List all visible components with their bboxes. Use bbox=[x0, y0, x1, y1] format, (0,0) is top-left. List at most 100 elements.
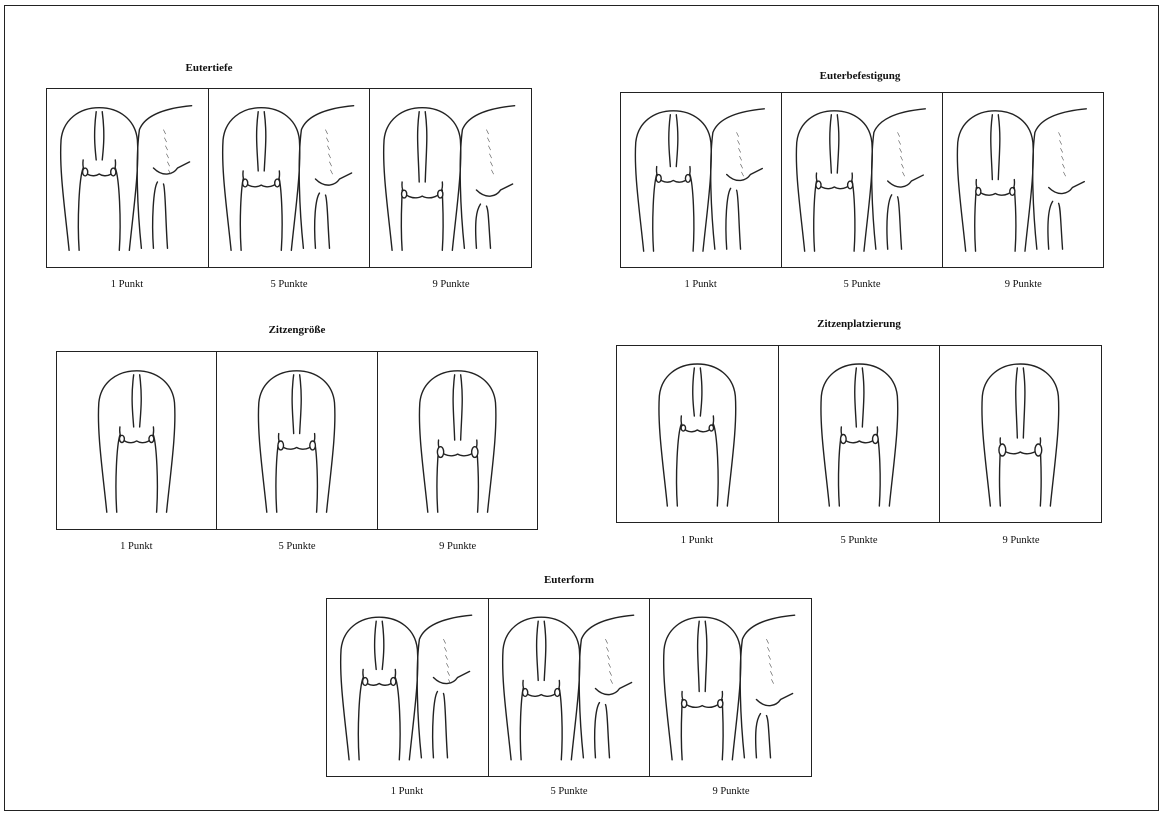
illustration bbox=[327, 599, 488, 776]
rump-outline bbox=[417, 615, 471, 758]
hindquarter-outline bbox=[664, 617, 741, 760]
teat-left bbox=[278, 441, 284, 450]
drawing-1-punkt bbox=[617, 346, 779, 522]
tail bbox=[693, 368, 702, 416]
hatch-mark bbox=[492, 170, 494, 174]
panel-row-zitzengroesse bbox=[56, 351, 538, 530]
hatch-mark bbox=[1061, 148, 1063, 152]
tail bbox=[669, 115, 678, 167]
teat-left bbox=[437, 447, 443, 458]
teat-right bbox=[274, 179, 279, 187]
side-view bbox=[1033, 109, 1087, 249]
hatch-mark bbox=[771, 671, 773, 675]
hatch-mark bbox=[163, 130, 165, 134]
teat-right bbox=[554, 689, 559, 697]
caption-5-punkte: 5 Punkte bbox=[781, 279, 942, 290]
teat-right bbox=[1035, 444, 1042, 456]
hatch-mark bbox=[327, 146, 329, 150]
hatch-mark bbox=[487, 130, 489, 134]
legs bbox=[887, 195, 902, 249]
caption-1-punkt: 1 Punkt bbox=[56, 541, 217, 552]
group-title-zitzengroesse: Zitzengröße bbox=[56, 324, 538, 336]
legs bbox=[756, 714, 771, 758]
rear-view bbox=[982, 364, 1059, 506]
hatch-mark bbox=[772, 679, 774, 683]
hatch-mark bbox=[1060, 140, 1062, 144]
udder-profile bbox=[595, 682, 631, 694]
udder-profile bbox=[727, 169, 763, 181]
hatch-mark bbox=[739, 148, 741, 152]
illustration bbox=[489, 599, 650, 776]
hatch-mark bbox=[325, 130, 327, 134]
hatch-mark bbox=[609, 671, 611, 675]
hatch-mark bbox=[900, 148, 902, 152]
hatch-mark bbox=[768, 647, 770, 651]
rump-outline bbox=[299, 106, 353, 249]
rump-outline bbox=[872, 109, 926, 249]
hatch-mark bbox=[329, 162, 331, 166]
panel-row-eutertiefe bbox=[46, 88, 532, 268]
drawing-5-punkte bbox=[217, 352, 377, 529]
udder bbox=[976, 180, 1014, 196]
hatch-mark bbox=[903, 172, 905, 176]
teat-right bbox=[111, 168, 116, 176]
teat-left bbox=[976, 188, 981, 196]
rump-outline bbox=[137, 106, 191, 249]
inner-legs bbox=[653, 174, 694, 251]
inner-legs bbox=[975, 188, 1016, 252]
rear-view bbox=[341, 617, 418, 760]
udder-profile bbox=[433, 671, 469, 683]
hindquarter-outline bbox=[259, 371, 335, 512]
hindquarter-outline bbox=[502, 617, 579, 760]
legs bbox=[476, 204, 491, 248]
drawing-5-punkte bbox=[209, 89, 371, 267]
tail bbox=[375, 621, 384, 669]
side-view bbox=[299, 106, 353, 249]
side-view bbox=[461, 106, 515, 249]
rear-view bbox=[61, 108, 138, 251]
teat-right bbox=[310, 441, 316, 450]
teat-left bbox=[242, 179, 247, 187]
hatch-mark bbox=[607, 655, 609, 659]
hindquarter-outline bbox=[61, 108, 138, 251]
hatch-mark bbox=[899, 140, 901, 144]
hatch-mark bbox=[490, 154, 492, 158]
side-view bbox=[711, 109, 765, 249]
hatch-mark bbox=[445, 655, 447, 659]
caption-9-punkte: 9 Punkte bbox=[650, 786, 812, 797]
hatch-mark bbox=[1064, 172, 1066, 176]
side-view bbox=[872, 109, 926, 249]
hatch-mark bbox=[737, 133, 739, 137]
rump-outline bbox=[579, 615, 633, 758]
rump-outline bbox=[461, 106, 515, 249]
drawing-1-punkt bbox=[621, 93, 782, 267]
caption-1-punkt: 1 Punkt bbox=[620, 279, 781, 290]
inner-legs bbox=[276, 441, 317, 512]
illustration bbox=[378, 352, 537, 529]
hindquarter-outline bbox=[957, 111, 1033, 251]
udder-profile bbox=[1049, 182, 1085, 194]
rear-view bbox=[957, 111, 1033, 251]
udder-profile bbox=[153, 162, 189, 174]
teat-left bbox=[656, 175, 661, 183]
inner-legs bbox=[682, 700, 724, 760]
hatch-mark bbox=[1062, 156, 1064, 160]
illustration bbox=[57, 352, 216, 529]
teat-left bbox=[999, 444, 1006, 456]
hatch-mark bbox=[330, 170, 332, 174]
inner-legs bbox=[814, 181, 855, 251]
caption-9-punkte: 9 Punkte bbox=[377, 541, 538, 552]
teat-right bbox=[685, 175, 690, 183]
hatch-mark bbox=[328, 154, 330, 158]
teat-left bbox=[363, 678, 368, 686]
hatch-mark bbox=[164, 138, 166, 142]
teat-right bbox=[872, 435, 878, 444]
teat-left bbox=[402, 190, 407, 198]
group-title-eutertiefe: Eutertiefe bbox=[48, 62, 370, 74]
rear-view bbox=[821, 364, 898, 506]
hindquarter-outline bbox=[796, 111, 872, 251]
rear-view bbox=[635, 111, 711, 251]
teat-left bbox=[682, 700, 687, 708]
tail bbox=[1016, 368, 1025, 438]
illustration bbox=[650, 599, 811, 776]
